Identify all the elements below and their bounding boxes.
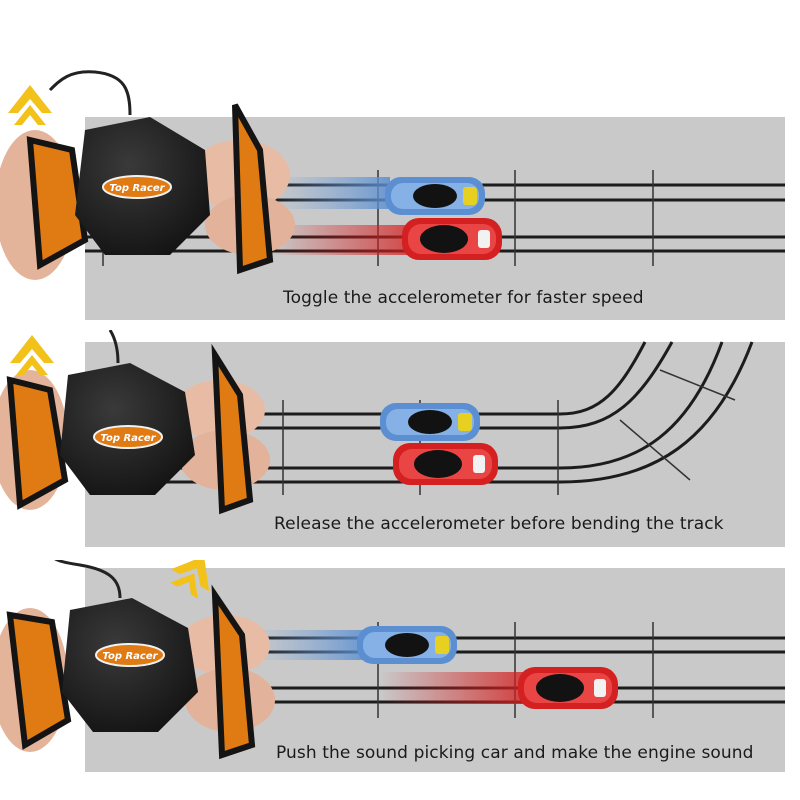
red-car — [402, 218, 502, 260]
cable — [48, 70, 132, 116]
controller-logo — [102, 175, 172, 199]
blue-car-motion-blur — [270, 177, 390, 209]
controller-logo — [93, 425, 163, 449]
right-handle — [232, 103, 274, 275]
controller-logo-text: Top Racer — [102, 651, 158, 662]
panel-2-illustration: Top Racer — [0, 330, 785, 547]
controller-logo — [95, 643, 165, 667]
blue-car — [357, 626, 457, 664]
red-car-motion-blur — [380, 672, 525, 704]
cable — [108, 330, 120, 364]
blue-car — [385, 177, 485, 215]
sound-arrow-icon — [170, 560, 210, 599]
controller-logo-text: Top Racer — [100, 433, 156, 444]
cable — [54, 560, 122, 599]
panel-3-illustration: Top Racer — [0, 560, 785, 772]
right-handle — [211, 584, 256, 760]
blue-car — [380, 403, 480, 441]
left-handle — [6, 611, 72, 750]
instruction-panel-2: Top Racer Release the accelerometer befo… — [0, 330, 800, 560]
instruction-panel-1: Top Racer Toggle the accelerometer for f… — [0, 0, 800, 330]
panel-3-caption: Push the sound picking car and make the … — [276, 743, 754, 763]
release-arrow-icon — [10, 335, 54, 375]
panel-2-caption: Release the accelerometer before bending… — [274, 514, 724, 534]
red-car — [518, 667, 618, 709]
panel-1-caption: Toggle the accelerometer for faster spee… — [283, 288, 644, 308]
left-handle — [26, 136, 89, 270]
right-handle — [211, 343, 254, 515]
instruction-panel-3: Top Racer Push the sound picking car and… — [0, 560, 800, 800]
track-curve — [559, 341, 754, 484]
speed-arrow-icon — [8, 85, 52, 125]
red-car — [393, 443, 498, 485]
panel-1-illustration: Top Racer — [0, 70, 785, 320]
left-handle — [6, 376, 69, 510]
controller-logo-text: Top Racer — [109, 183, 165, 194]
